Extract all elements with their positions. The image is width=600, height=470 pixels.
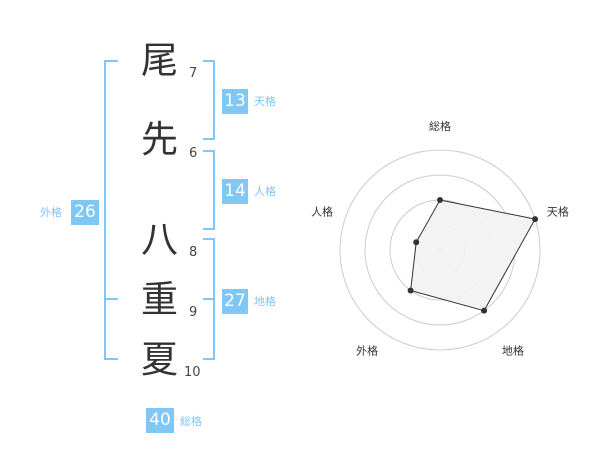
stroke-count-4: 9 [189,305,198,320]
radar-point-3 [481,307,488,314]
tenkaku-bracket-bottom [203,138,215,140]
chikaku-bracket-bottom [203,358,215,360]
gaikaku-bracket-vertical [104,60,106,360]
radar-axis-label-3: 地格 [502,343,524,357]
jinkaku-bracket-vertical [213,150,215,230]
stroke-count-3: 8 [189,245,198,260]
stroke-count-1: 7 [189,66,198,81]
radar-axis-label-4: 外格 [356,343,378,357]
jinkaku-label: 人格 [254,185,276,198]
gaikaku-bracket-top [104,60,118,62]
tenkaku-bracket-vertical [213,60,215,140]
radar-point-2 [532,216,539,223]
jinkaku-bracket-bottom [203,228,215,230]
radar-point-5 [413,239,420,246]
name-char-3: 八 [141,218,178,261]
radar-axis-label-2: 天格 [547,205,569,219]
chikaku-value-badge: 27 [222,289,248,314]
gaikaku-bracket-mid [104,298,118,300]
gaikaku-bracket-bottom [104,358,118,360]
stroke-count-5: 10 [184,365,201,380]
chikaku-bracket-mid [203,298,215,300]
stroke-count-2: 6 [189,146,198,161]
tenkaku-bracket-top [203,60,215,62]
radar-axis-label-1: 総格 [429,119,451,133]
name-char-4: 重 [141,278,178,321]
chikaku-label: 地格 [254,295,276,308]
radar-point-4 [407,287,414,294]
radar-axis-label-5: 人格 [311,205,333,219]
name-char-2: 先 [141,118,178,161]
jinkaku-bracket-top [203,150,215,152]
jinkaku-value-badge: 14 [222,179,248,204]
tenkaku-value-badge: 13 [222,89,248,114]
name-char-1: 尾 [141,39,178,82]
radar-point-1 [437,197,443,203]
gaikaku-value-badge: 26 [71,200,99,225]
radar-polygon [410,199,536,312]
radar-ring-4 [339,149,541,351]
name-char-5: 夏 [141,338,178,381]
chikaku-bracket-top [203,238,215,240]
gaikaku-label: 外格 [40,206,62,219]
soukaku-label: 総格 [180,415,202,428]
soukaku-value-badge: 40 [146,408,174,433]
tenkaku-label: 天格 [254,95,276,108]
